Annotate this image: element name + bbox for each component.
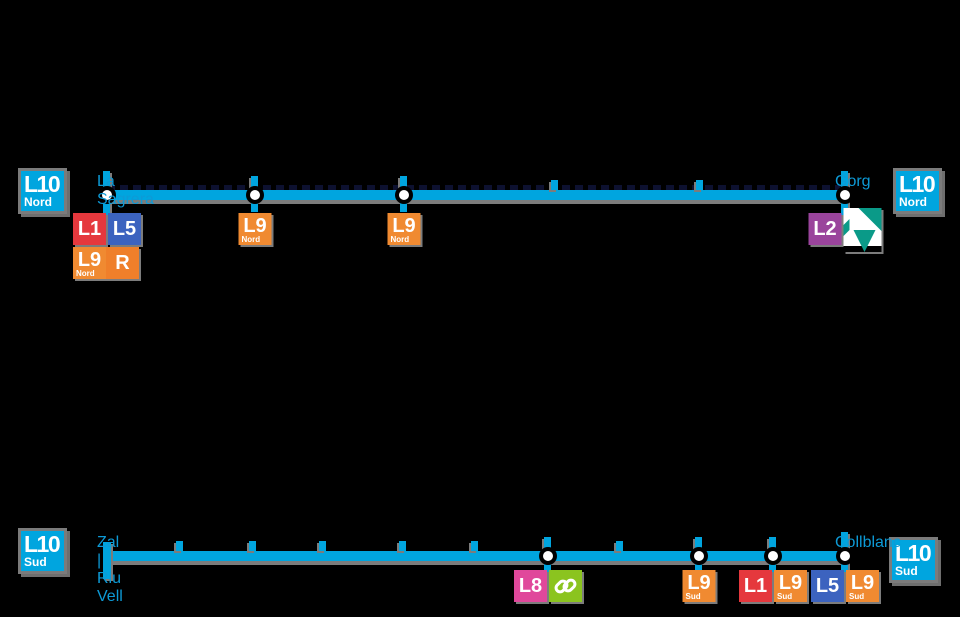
line-badge-l8: L8 <box>514 570 547 602</box>
station-interchange-dot <box>395 186 413 204</box>
station-tick-above <box>695 537 702 551</box>
station-interchange-dot <box>246 186 264 204</box>
line-badge-l5: L5 <box>811 570 844 602</box>
line-branch-label: Nord <box>24 195 52 209</box>
badge-label: L9 <box>77 249 102 271</box>
badge-label: L9 <box>778 572 803 594</box>
station-terminus-bar <box>103 542 111 579</box>
station-tick-below <box>544 561 551 573</box>
line-badge-l5: L5 <box>108 213 141 245</box>
line-number-label: L10 <box>24 171 61 197</box>
badge-sub-label: Nord <box>241 235 261 244</box>
l10-nord-track <box>107 190 845 200</box>
line-number-label: L10 <box>899 171 936 197</box>
badge-label: L1 <box>77 217 102 240</box>
badge-label: L9 <box>687 572 711 594</box>
station-tick-above <box>251 176 258 190</box>
station-minor-tick <box>176 541 183 551</box>
badge-sub-label: Sud <box>685 592 701 601</box>
line-branch-label: Sud <box>895 564 918 578</box>
station-interchange-dot <box>836 186 854 204</box>
line-badge-l1: L1 <box>73 213 106 245</box>
badge-label: R <box>115 251 130 274</box>
station-badge-cluster: L8 <box>514 570 582 602</box>
badge-label: L8 <box>518 574 543 597</box>
line-badge-l1: L1 <box>739 570 772 602</box>
station-interchange-dot <box>690 547 708 565</box>
station-interchange-dot <box>764 547 782 565</box>
badge-label: L9 <box>392 215 416 237</box>
l10-sud-track <box>107 551 845 561</box>
station-tick-below <box>251 200 258 212</box>
station-interchange-dot <box>98 186 116 204</box>
badge-sub-label: Nord <box>390 235 410 244</box>
badge-label: L5 <box>815 574 840 597</box>
station-minor-tick <box>399 541 406 551</box>
fgc-icon <box>549 570 582 602</box>
badge-label: L9 <box>850 572 875 594</box>
station-tick-above <box>400 176 407 190</box>
badge-label: L9 <box>243 215 267 237</box>
l10-nord-dashed-overlay <box>107 185 845 190</box>
station-tick-above <box>769 537 776 551</box>
line-number-label: L10 <box>895 540 932 566</box>
badge-sub-label: Nord <box>76 269 95 278</box>
station-minor-tick <box>319 541 326 551</box>
badge-sub-label: Sud <box>849 592 865 601</box>
line-number-label: L10 <box>24 531 61 557</box>
station-tick-below <box>695 561 702 573</box>
badge-label: L5 <box>112 217 137 240</box>
station-badge-cluster: L2 <box>808 208 882 252</box>
station-minor-tick <box>249 541 256 551</box>
badge-label: L1 <box>743 574 768 597</box>
station-interchange-dot <box>836 547 854 565</box>
station-minor-tick <box>616 541 623 551</box>
line-branch-label: Sud <box>24 555 47 569</box>
line-branch-label: Nord <box>899 195 927 209</box>
line-badge-r: R <box>106 247 139 279</box>
station-tick-above <box>544 537 551 551</box>
badge-label: L2 <box>813 217 837 240</box>
station-interchange-dot <box>539 547 557 565</box>
line-badge-l2: L2 <box>808 213 842 245</box>
station-minor-tick <box>471 541 478 551</box>
badge-row: L2 <box>808 208 882 252</box>
station-minor-tick <box>696 180 703 190</box>
badge-row: L8 <box>514 570 582 602</box>
badge-row: L1 L5 <box>73 213 141 245</box>
station-tick-below <box>769 561 776 573</box>
station-tick-below <box>400 200 407 212</box>
tram-icon <box>843 208 882 252</box>
badge-sub-label: Sud <box>777 592 793 601</box>
station-minor-tick <box>551 180 558 190</box>
